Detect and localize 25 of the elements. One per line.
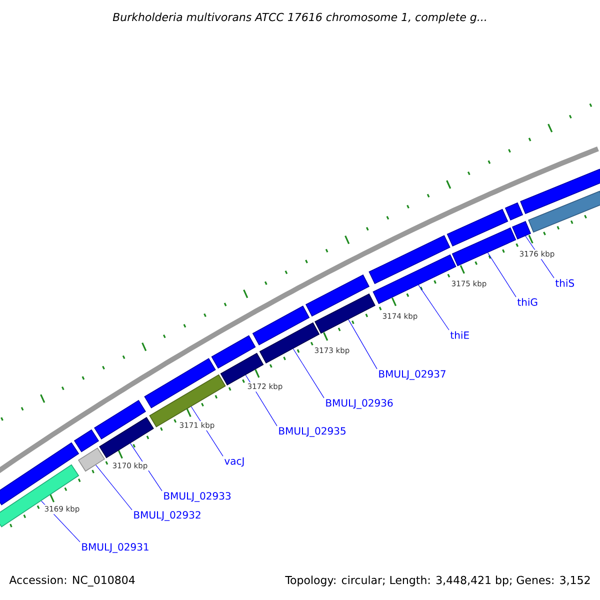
- gene-label: BMULJ_02935: [279, 427, 346, 437]
- gene-label: thiG: [517, 298, 538, 306]
- gene-bar: [528, 190, 600, 233]
- gene-label: thiS: [555, 279, 574, 287]
- leader-line: [348, 319, 378, 370]
- gene-bar: [252, 306, 310, 346]
- leader-line: [96, 464, 132, 510]
- gene-label: BMULJ_02936: [326, 399, 393, 409]
- footer-text: Topology: circular; Length: 3,448,421 bp; Genes: 3,152: [285, 576, 590, 586]
- gene-label: BMULJ_02933: [164, 492, 231, 502]
- title: Burkholderia multivorans ATCC 17616 chromosome 1, complete g...: [112, 12, 486, 24]
- gene-bar: [144, 358, 216, 408]
- gene-bar: [211, 335, 256, 369]
- gene-bar: [368, 235, 450, 284]
- gene-bar: [149, 374, 226, 428]
- gene-label: BMULJ_02937: [379, 370, 446, 380]
- leader-line: [487, 252, 516, 298]
- footer-text: Accession: NC_010804: [9, 576, 135, 586]
- leader-line: [418, 284, 450, 330]
- gene-label: vacJ: [224, 457, 244, 467]
- leader-line: [292, 348, 324, 398]
- gene-bar: [520, 168, 600, 214]
- gene-label: BMULJ_02931: [82, 543, 148, 553]
- gene-label: BMULJ_02932: [134, 511, 200, 521]
- gene-label: thiE: [450, 331, 469, 339]
